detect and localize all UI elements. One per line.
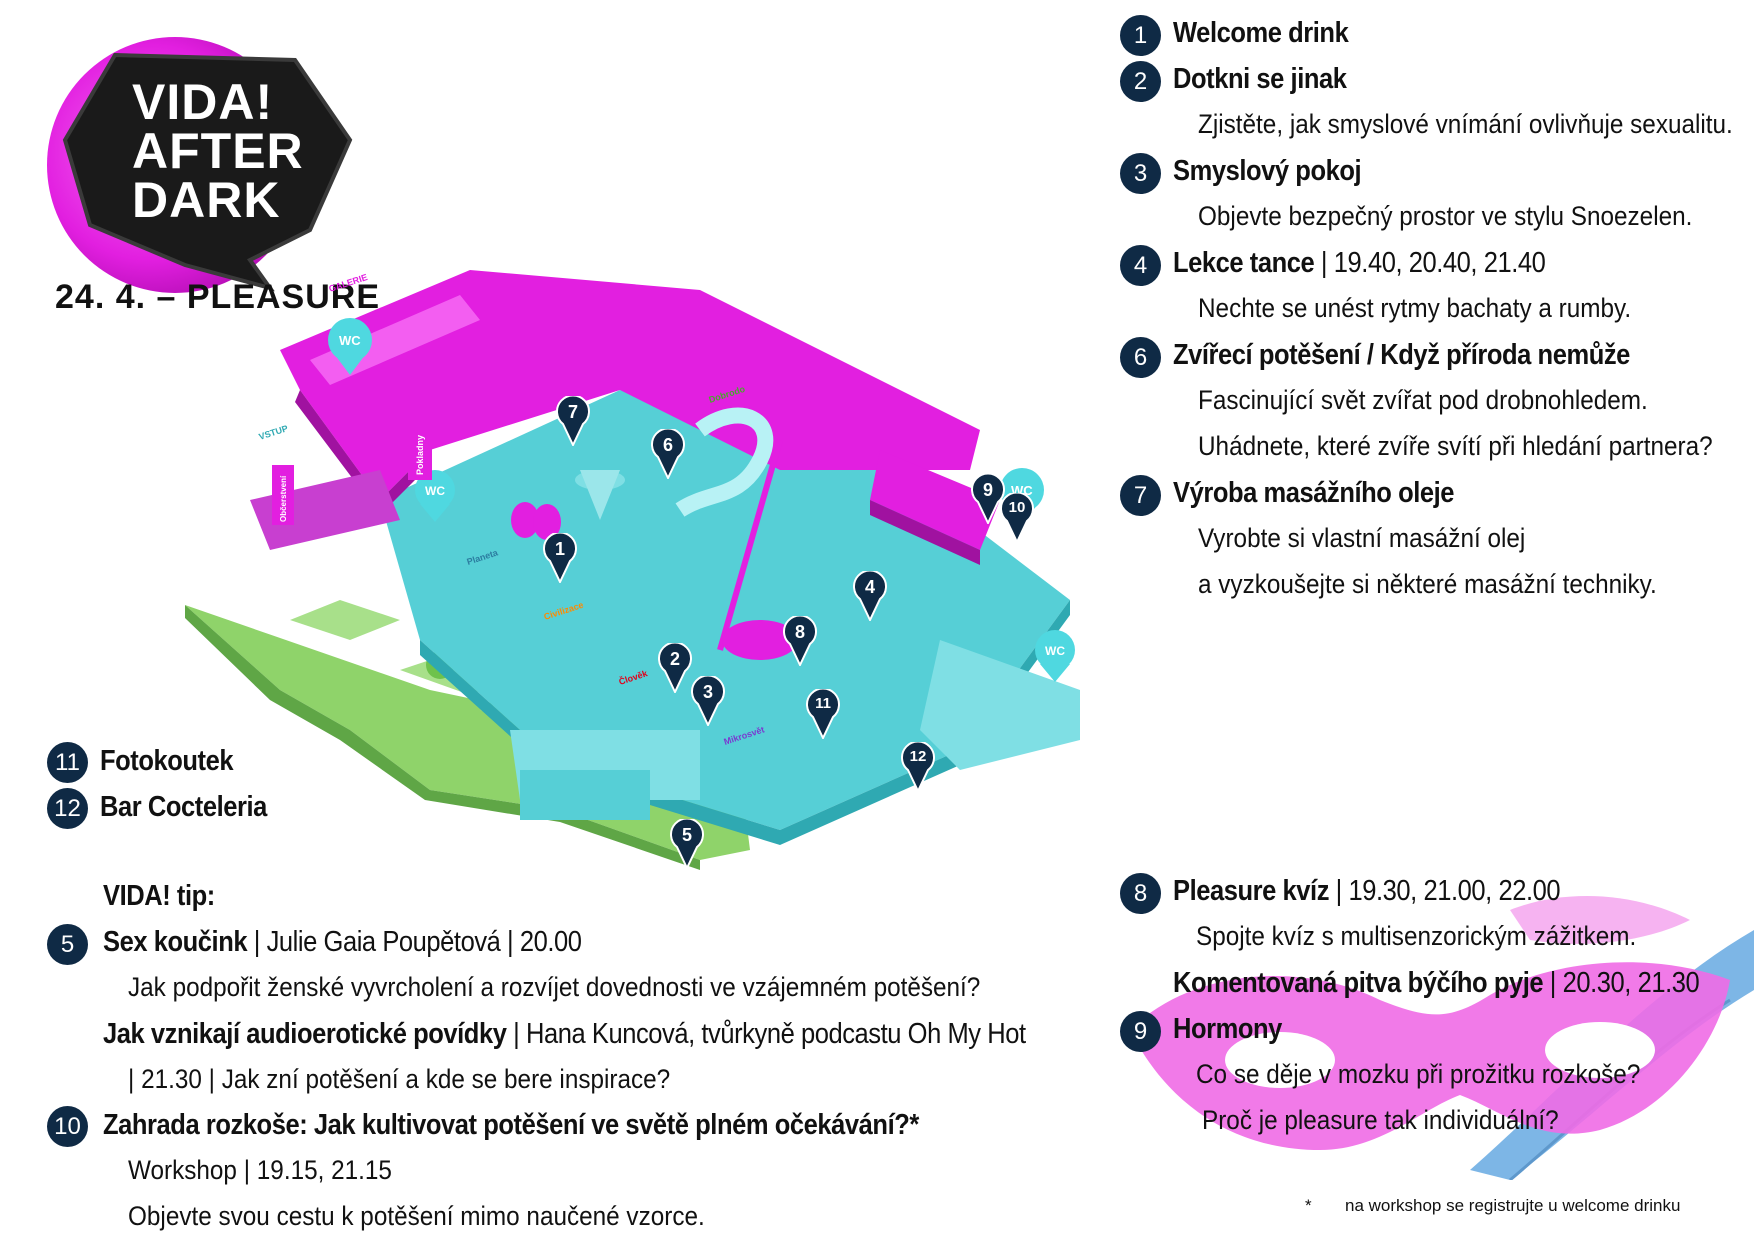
map-pin-label: 10 <box>1008 499 1026 516</box>
map-pin-label: 2 <box>669 649 680 669</box>
tip-garden-desc: Objevte svou cestu k potěšení mimo nauče… <box>128 1201 705 1231</box>
legend-title-3: Smyslový pokoj <box>1173 155 1362 187</box>
tip-audio-title: Jak vznikají audioerotické povídky <box>103 1018 507 1050</box>
tip-heading: VIDA! tip: <box>103 880 215 912</box>
legend-num-4: 4 <box>1120 245 1161 286</box>
map-pin-label: 9 <box>982 480 993 500</box>
map-pin-8[interactable]: 8 <box>783 614 817 668</box>
legend-desc-4: Nechte se unést rytmy bachaty a rumby. <box>1198 293 1632 323</box>
legend-desc-7b: a vyzkoušejte si některé masážní technik… <box>1198 569 1657 599</box>
tip-num-10: 10 <box>47 1106 88 1147</box>
legend-desc-7: Vyrobte si vlastní masážní olej <box>1198 523 1526 553</box>
svg-text:Občerstvení: Občerstvení <box>279 475 288 522</box>
label-galerie: GALERIE <box>328 272 369 294</box>
tip-sex-line: Sex koučink | Julie Gaia Poupětová | 20.… <box>103 926 582 958</box>
map-pin-label: 7 <box>567 402 578 422</box>
event-date: 24. 4. – PLEASURE <box>55 278 381 316</box>
logo-line2: AFTER <box>132 123 304 179</box>
legend-num-2: 2 <box>1120 61 1161 102</box>
map-pin-5[interactable]: 5 <box>670 817 704 871</box>
legend-quiz-line: Pleasure kvíz | 19.30, 21.00, 22.00 <box>1173 875 1561 907</box>
legend-title-2: Dotkni se jinak <box>1173 63 1347 95</box>
logo: VIDA! AFTER DARK <box>20 20 400 320</box>
legend-title-7: Výroba masážního oleje <box>1173 477 1455 509</box>
legend-pitva-title: Komentovaná pitva býčího pyje <box>1173 967 1544 999</box>
map-pin-7[interactable]: 7 <box>556 394 590 448</box>
map-pin-label: 1 <box>554 539 565 559</box>
legend-desc-3: Objevte bezpečný prostor ve stylu Snoeze… <box>1198 201 1693 231</box>
map-pin-label: 6 <box>662 435 673 455</box>
legend-times-4: 19.40, 20.40, 21.40 <box>1333 247 1546 279</box>
map-pin-label: 3 <box>702 682 713 702</box>
map-pin-4[interactable]: 4 <box>853 569 887 623</box>
legend-num-3: 3 <box>1120 153 1161 194</box>
map-pin-label: 11 <box>815 695 831 712</box>
tip-sex-desc: Jak podpořit ženské vyvrcholení a rozvíj… <box>128 972 981 1002</box>
map-pin-11[interactable]: 11 <box>806 687 840 741</box>
legend-title-4: Lekce tance | 19.40, 20.40, 21.40 <box>1173 247 1546 279</box>
legend-horm-desc: Co se děje v mozku při prožitku rozkoše? <box>1196 1059 1641 1089</box>
map-pin-label: 8 <box>794 622 805 642</box>
legend-num-7: 7 <box>1120 475 1161 516</box>
legend-num-11: 11 <box>47 742 88 783</box>
legend-num-9: 9 <box>1120 1011 1161 1052</box>
legend-num-1: 1 <box>1120 15 1161 56</box>
legend-quiz-desc: Spojte kvíz s multisenzorickým zážitkem. <box>1196 921 1637 951</box>
tip-garden-title: Zahrada rozkoše: Jak kultivovat potěšení… <box>103 1109 919 1141</box>
mask-feather-decoration <box>1130 896 1754 1180</box>
legend-desc-6: Fascinující svět zvířat pod drobnohledem… <box>1198 385 1648 415</box>
legend-title-1: Welcome drink <box>1173 17 1349 49</box>
footnote-star: * <box>1305 1196 1312 1215</box>
wc-pin-4: WC <box>1035 630 1075 682</box>
tip-audio-line: Jak vznikají audioerotické povídky | Han… <box>103 1018 1026 1050</box>
legend-num-12: 12 <box>47 788 88 829</box>
pokladny-sign <box>408 420 432 480</box>
obcerstveni-sign <box>272 465 294 525</box>
svg-text:WC: WC <box>425 484 445 498</box>
map-pin-9[interactable]: 9 <box>971 472 1005 526</box>
map-pin-label: 12 <box>909 748 927 765</box>
legend-desc-2: Zjistěte, jak smyslové vnímání ovlivňuje… <box>1198 109 1733 139</box>
legend-quiz-title: Pleasure kvíz <box>1173 875 1330 907</box>
legend-num-6: 6 <box>1120 337 1161 378</box>
tip-sex-title: Sex koučink <box>103 926 248 958</box>
legend-pitva-line: Komentovaná pitva býčího pyje | 20.30, 2… <box>1173 967 1700 999</box>
map-pin-label: 5 <box>681 825 692 845</box>
logo-shape <box>47 37 353 293</box>
floor-map: GALERIE VSTUP Planeta Civilizace Člověk … <box>185 270 1080 870</box>
logo-line1: VIDA! <box>132 74 274 130</box>
legend-desc-6b: Uhádnete, které zvíře svítí při hledání … <box>1198 431 1713 461</box>
map-pin-10[interactable]: 10 <box>1000 491 1034 545</box>
svg-text:WC: WC <box>339 333 361 348</box>
tip-num-5: 5 <box>47 924 88 965</box>
legend-title-6: Zvířecí potěšení / Když příroda nemůže <box>1173 339 1630 371</box>
svg-text:Pokladny: Pokladny <box>415 435 425 475</box>
map-pin-12[interactable]: 12 <box>901 740 935 794</box>
legend-horm-desc2: Proč je pleasure tak individuální? <box>1202 1105 1559 1135</box>
map-pin-6[interactable]: 6 <box>651 427 685 481</box>
legend-horm-title: Hormony <box>1173 1013 1282 1045</box>
footnote-text: na workshop se registrujte u welcome dri… <box>1345 1196 1681 1215</box>
tip-audio-line2: | 21.30 | Jak zní potěšení a kde se bere… <box>128 1064 671 1094</box>
legend-num-8: 8 <box>1120 873 1161 914</box>
logo-line3: DARK <box>132 172 281 228</box>
label-vstup: VSTUP <box>258 423 290 442</box>
map-pin-1[interactable]: 1 <box>543 531 577 585</box>
svg-text:WC: WC <box>1045 644 1065 658</box>
legend-title-12: Bar Cocteleria <box>100 791 267 823</box>
map-pin-3[interactable]: 3 <box>691 674 725 728</box>
wc-pin-1: WC <box>328 318 372 375</box>
legend-title-11: Fotokoutek <box>100 745 234 777</box>
map-pin-2[interactable]: 2 <box>658 641 692 695</box>
map-pin-label: 4 <box>864 577 875 597</box>
tip-garden-time: Workshop | 19.15, 21.15 <box>128 1155 392 1185</box>
